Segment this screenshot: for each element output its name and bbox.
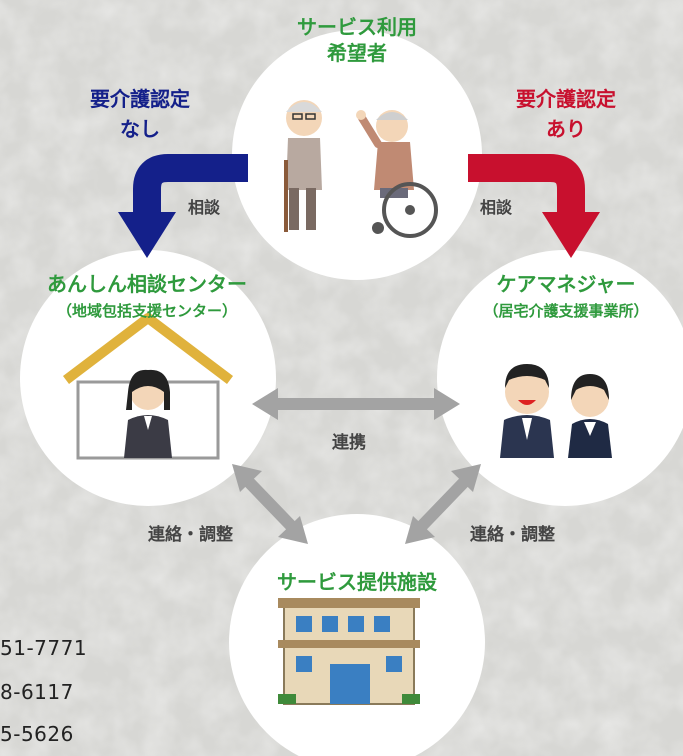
facility-building-illustration [278, 598, 420, 705]
no-cert-label-line2: なし [120, 117, 160, 141]
phone-number-3: 5-5626 [0, 722, 74, 746]
cooperation-arrow [252, 388, 460, 420]
consult-left-label: 相談 [188, 198, 221, 217]
red-arrow [468, 154, 600, 258]
right-center-subtitle: （居宅介護支援事業所） [483, 302, 649, 320]
left-center-title: あんしん相談センター [47, 272, 247, 296]
care-managers-illustration [500, 364, 612, 458]
no-cert-label-line1: 要介護認定 [90, 87, 190, 111]
applicant-label-line1: サービス利用 [297, 15, 417, 39]
applicant-circle [232, 30, 482, 280]
has-cert-label-line2: あり [546, 117, 586, 141]
blue-arrow [118, 154, 248, 258]
consult-right-label: 相談 [480, 198, 513, 217]
no-cert-label: 要介護認定 なし [60, 84, 220, 144]
left-center-subtitle: （地域包括支援センター） [56, 302, 237, 320]
elderly-people-illustration [284, 100, 438, 238]
contact-left-arrow [232, 464, 308, 544]
right-center-circle [437, 250, 683, 506]
applicant-label: サービス利用 希望者 [276, 14, 438, 66]
has-cert-label: 要介護認定 あり [486, 84, 646, 144]
house-illustration [62, 313, 234, 460]
applicant-label-line2: 希望者 [327, 41, 387, 65]
cooperation-label: 連携 [332, 433, 366, 453]
phone-number-1: 51-7771 [0, 636, 88, 660]
phone-number-2: 8-6117 [0, 680, 74, 704]
contact-right-arrow [405, 464, 481, 544]
right-center-title: ケアマネジャー [496, 272, 636, 296]
contact-left-label: 連絡・調整 [148, 525, 233, 545]
contact-right-label: 連絡・調整 [470, 525, 555, 545]
facility-title: サービス提供施設 [277, 570, 437, 594]
has-cert-label-line1: 要介護認定 [516, 87, 616, 111]
